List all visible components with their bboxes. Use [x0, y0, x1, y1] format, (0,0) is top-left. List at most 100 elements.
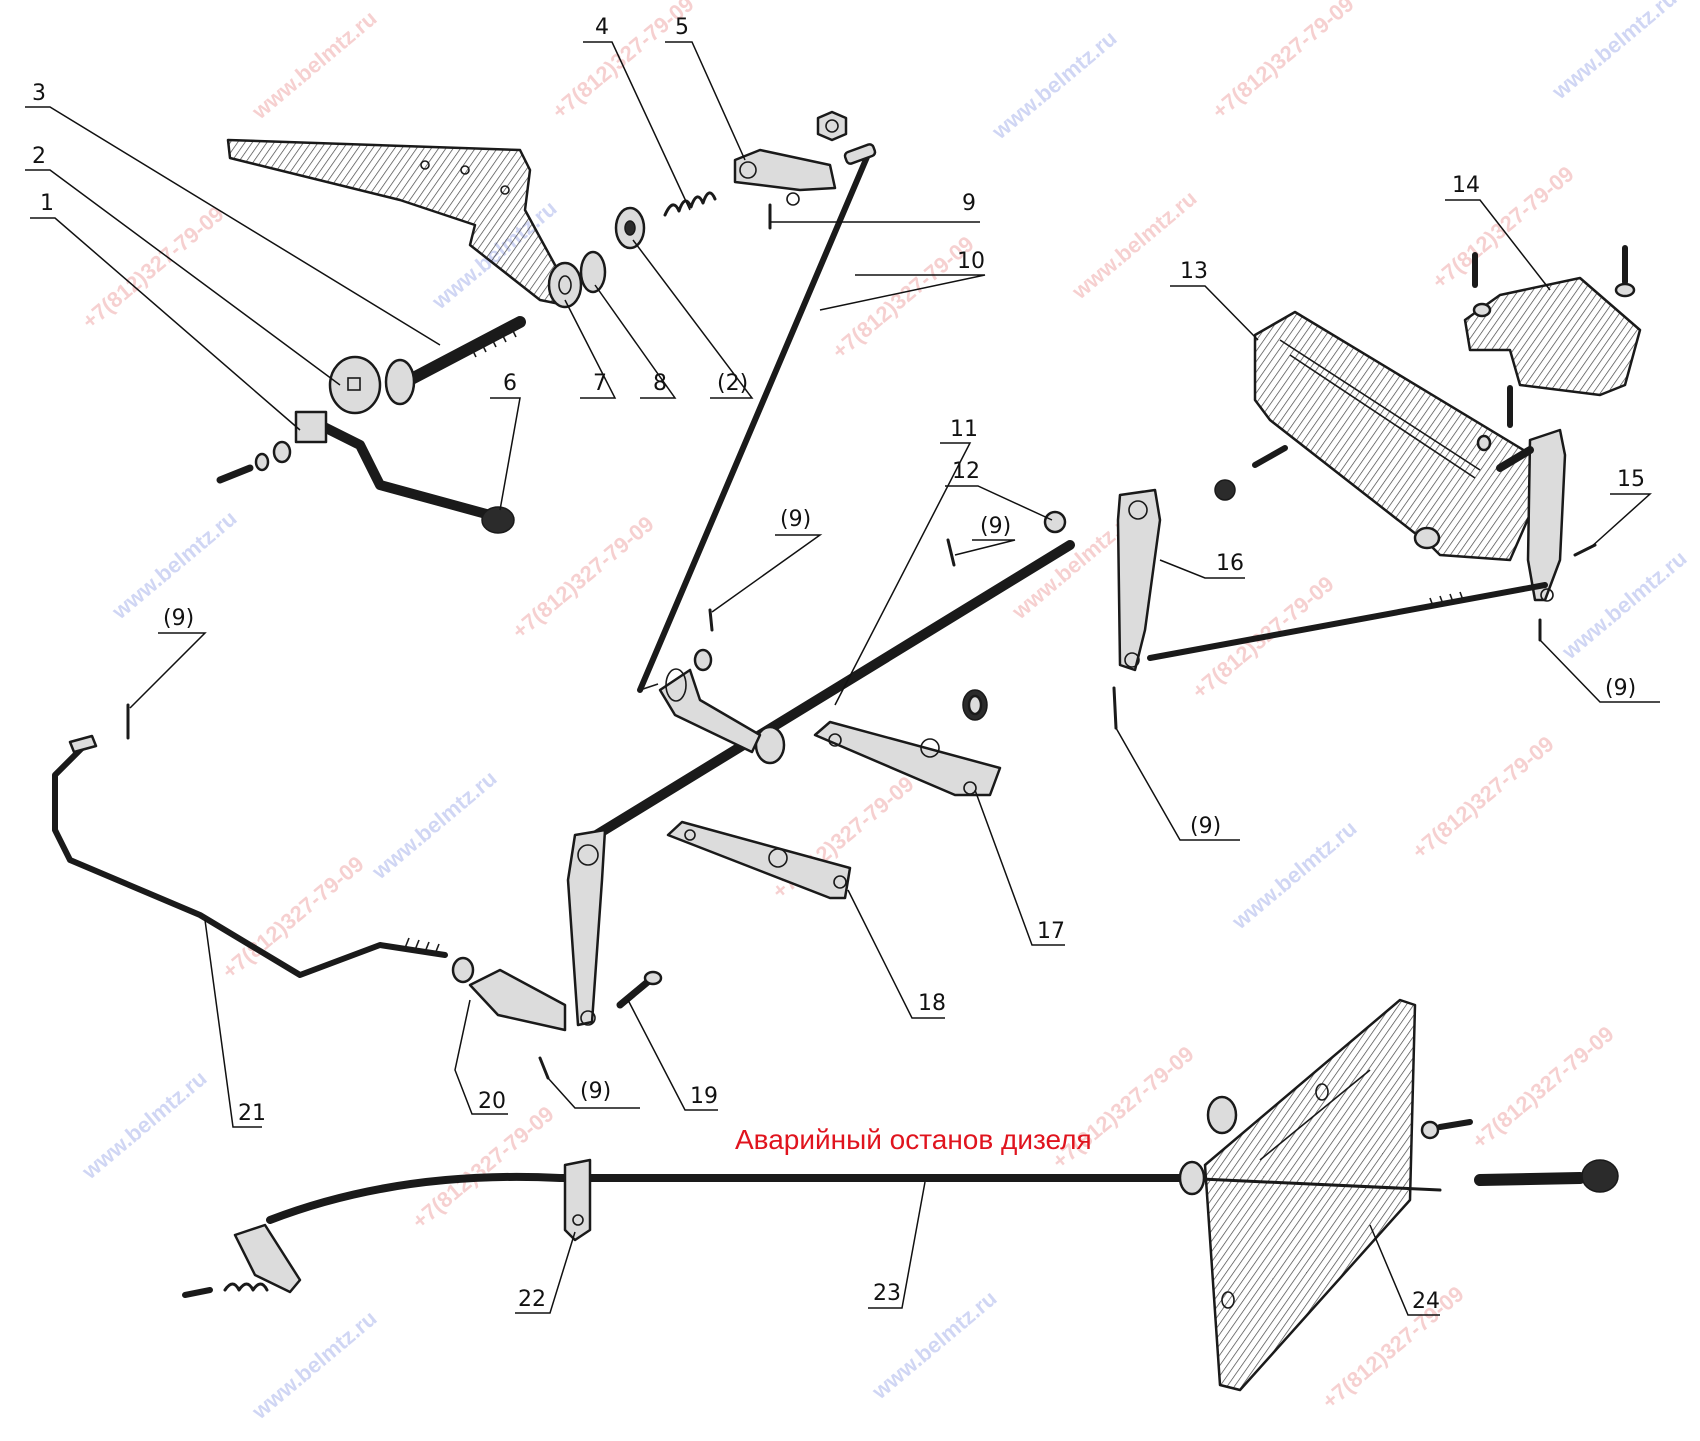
cable-23-sleeve	[1474, 1172, 1586, 1186]
watermark-phone: +7(812)327-79-09	[1317, 1281, 1468, 1414]
watermark-phone: +7(812)327-79-09	[1407, 731, 1558, 864]
lever-16-hole	[1128, 500, 1148, 520]
grommet	[1206, 1095, 1238, 1135]
watermark-phone: +7(812)327-79-09	[407, 1101, 558, 1234]
callout-9-ref: (9)	[980, 514, 1011, 539]
plate-17	[813, 720, 1002, 797]
panel-hole	[1221, 1291, 1235, 1309]
callout-16: 16	[1216, 551, 1244, 576]
watermark-site: www.belmtz.ru	[1556, 545, 1691, 664]
plate-18	[666, 820, 852, 900]
spring-4	[663, 191, 717, 217]
rod-end-pin	[843, 143, 877, 165]
split-pin	[946, 538, 956, 567]
cable-nut	[1178, 1160, 1206, 1196]
watermark-phone: +7(812)327-79-09	[77, 201, 228, 334]
lever-15-hole	[1540, 588, 1554, 602]
arm-hole	[580, 1010, 596, 1026]
link-rod	[1147, 582, 1548, 661]
cable-23	[266, 1172, 1184, 1224]
callout-1: 1	[40, 191, 54, 216]
split-pin	[1112, 686, 1118, 730]
nut	[816, 110, 848, 142]
bracket-hole	[460, 165, 470, 175]
watermark-site: www.belmtz.ru	[76, 1065, 211, 1184]
watermark-phone: +7(812)327-79-09	[507, 511, 658, 644]
plate-hole	[963, 781, 977, 795]
clip-22	[563, 1158, 592, 1242]
washer	[1420, 1120, 1440, 1140]
washer	[1476, 434, 1492, 452]
callout-2: 2	[32, 144, 46, 169]
watermark-site: www.belmtz.ru	[246, 5, 381, 124]
arm-hole	[577, 844, 599, 866]
callout-5: 5	[675, 15, 689, 40]
lever-5	[733, 148, 837, 192]
callout-14: 14	[1452, 173, 1480, 198]
link-rod-thread	[1429, 591, 1464, 607]
lever-hub	[294, 410, 328, 444]
rod-21	[52, 742, 448, 978]
callout-10: 10	[957, 249, 985, 274]
shaft-end-washer	[1043, 510, 1067, 534]
bracket-hole	[420, 160, 430, 170]
shaft-collar	[754, 725, 786, 765]
watermark-site: www.belmtz.ru	[366, 765, 501, 884]
lever-16	[1116, 488, 1162, 672]
watermark-site: www.belmtz.ru	[246, 1305, 381, 1424]
shaft-11	[575, 540, 1075, 850]
washer-square-hole	[347, 377, 361, 391]
callout-4: 4	[595, 15, 609, 40]
callout-18: 18	[918, 991, 946, 1016]
axle-3-thread	[469, 324, 517, 358]
washer	[1214, 479, 1236, 501]
watermark-site: www.belmtz.ru	[1546, 0, 1681, 104]
callout-22: 22	[518, 1287, 546, 1312]
washer-2	[328, 355, 382, 415]
watermark-phone: +7(812)327-79-09	[1467, 1021, 1618, 1154]
panel-24	[1203, 998, 1417, 1392]
callout-17: 17	[1037, 919, 1065, 944]
watermark-phone: +7(812)327-79-09	[1207, 0, 1358, 124]
lever-15	[1526, 428, 1567, 602]
callout-9-ref: (9)	[1190, 814, 1221, 839]
callout-20: 20	[478, 1089, 506, 1114]
split-pin	[538, 1056, 550, 1080]
pedal-13	[1253, 310, 1547, 562]
lever-16-hole	[1124, 652, 1140, 668]
shaft-lever-top	[658, 668, 762, 754]
rod-10	[637, 147, 873, 693]
callout-9: 9	[962, 191, 976, 216]
bolt	[182, 1287, 213, 1298]
plate-hole	[833, 875, 847, 889]
plate-hole	[920, 738, 940, 758]
callout-21: 21	[238, 1101, 266, 1126]
cable-23-inner	[1178, 1176, 1442, 1192]
pedal-knob	[481, 506, 515, 534]
watermark-phone: +7(812)327-79-09	[217, 851, 368, 984]
callout-9-ref: (9)	[580, 1079, 611, 1104]
washer-12	[693, 648, 713, 672]
callout-11: 11	[950, 417, 978, 442]
parts-layer	[52, 110, 1642, 1392]
washer	[1614, 282, 1636, 298]
callout-13: 13	[1180, 259, 1208, 284]
washer	[254, 452, 270, 472]
plate-hole	[684, 829, 696, 841]
washer-nut-hole	[967, 694, 983, 716]
lever-5-hole	[739, 161, 757, 179]
washer	[1472, 302, 1492, 318]
watermark-phone: +7(812)327-79-09	[827, 231, 978, 364]
washer-2-hole	[624, 220, 636, 236]
washer-small	[786, 192, 800, 206]
callout-24: 24	[1412, 1289, 1440, 1314]
callout-2-ref: (2)	[717, 371, 748, 396]
cable-knob	[1581, 1159, 1619, 1193]
bushing-7-hole	[558, 275, 572, 295]
bolt	[1252, 445, 1288, 468]
plate-hole	[768, 848, 788, 868]
callout-12: 12	[952, 459, 980, 484]
watermark-phone: +7(812)327-79-09	[1427, 161, 1578, 294]
fork-20	[468, 968, 567, 1032]
